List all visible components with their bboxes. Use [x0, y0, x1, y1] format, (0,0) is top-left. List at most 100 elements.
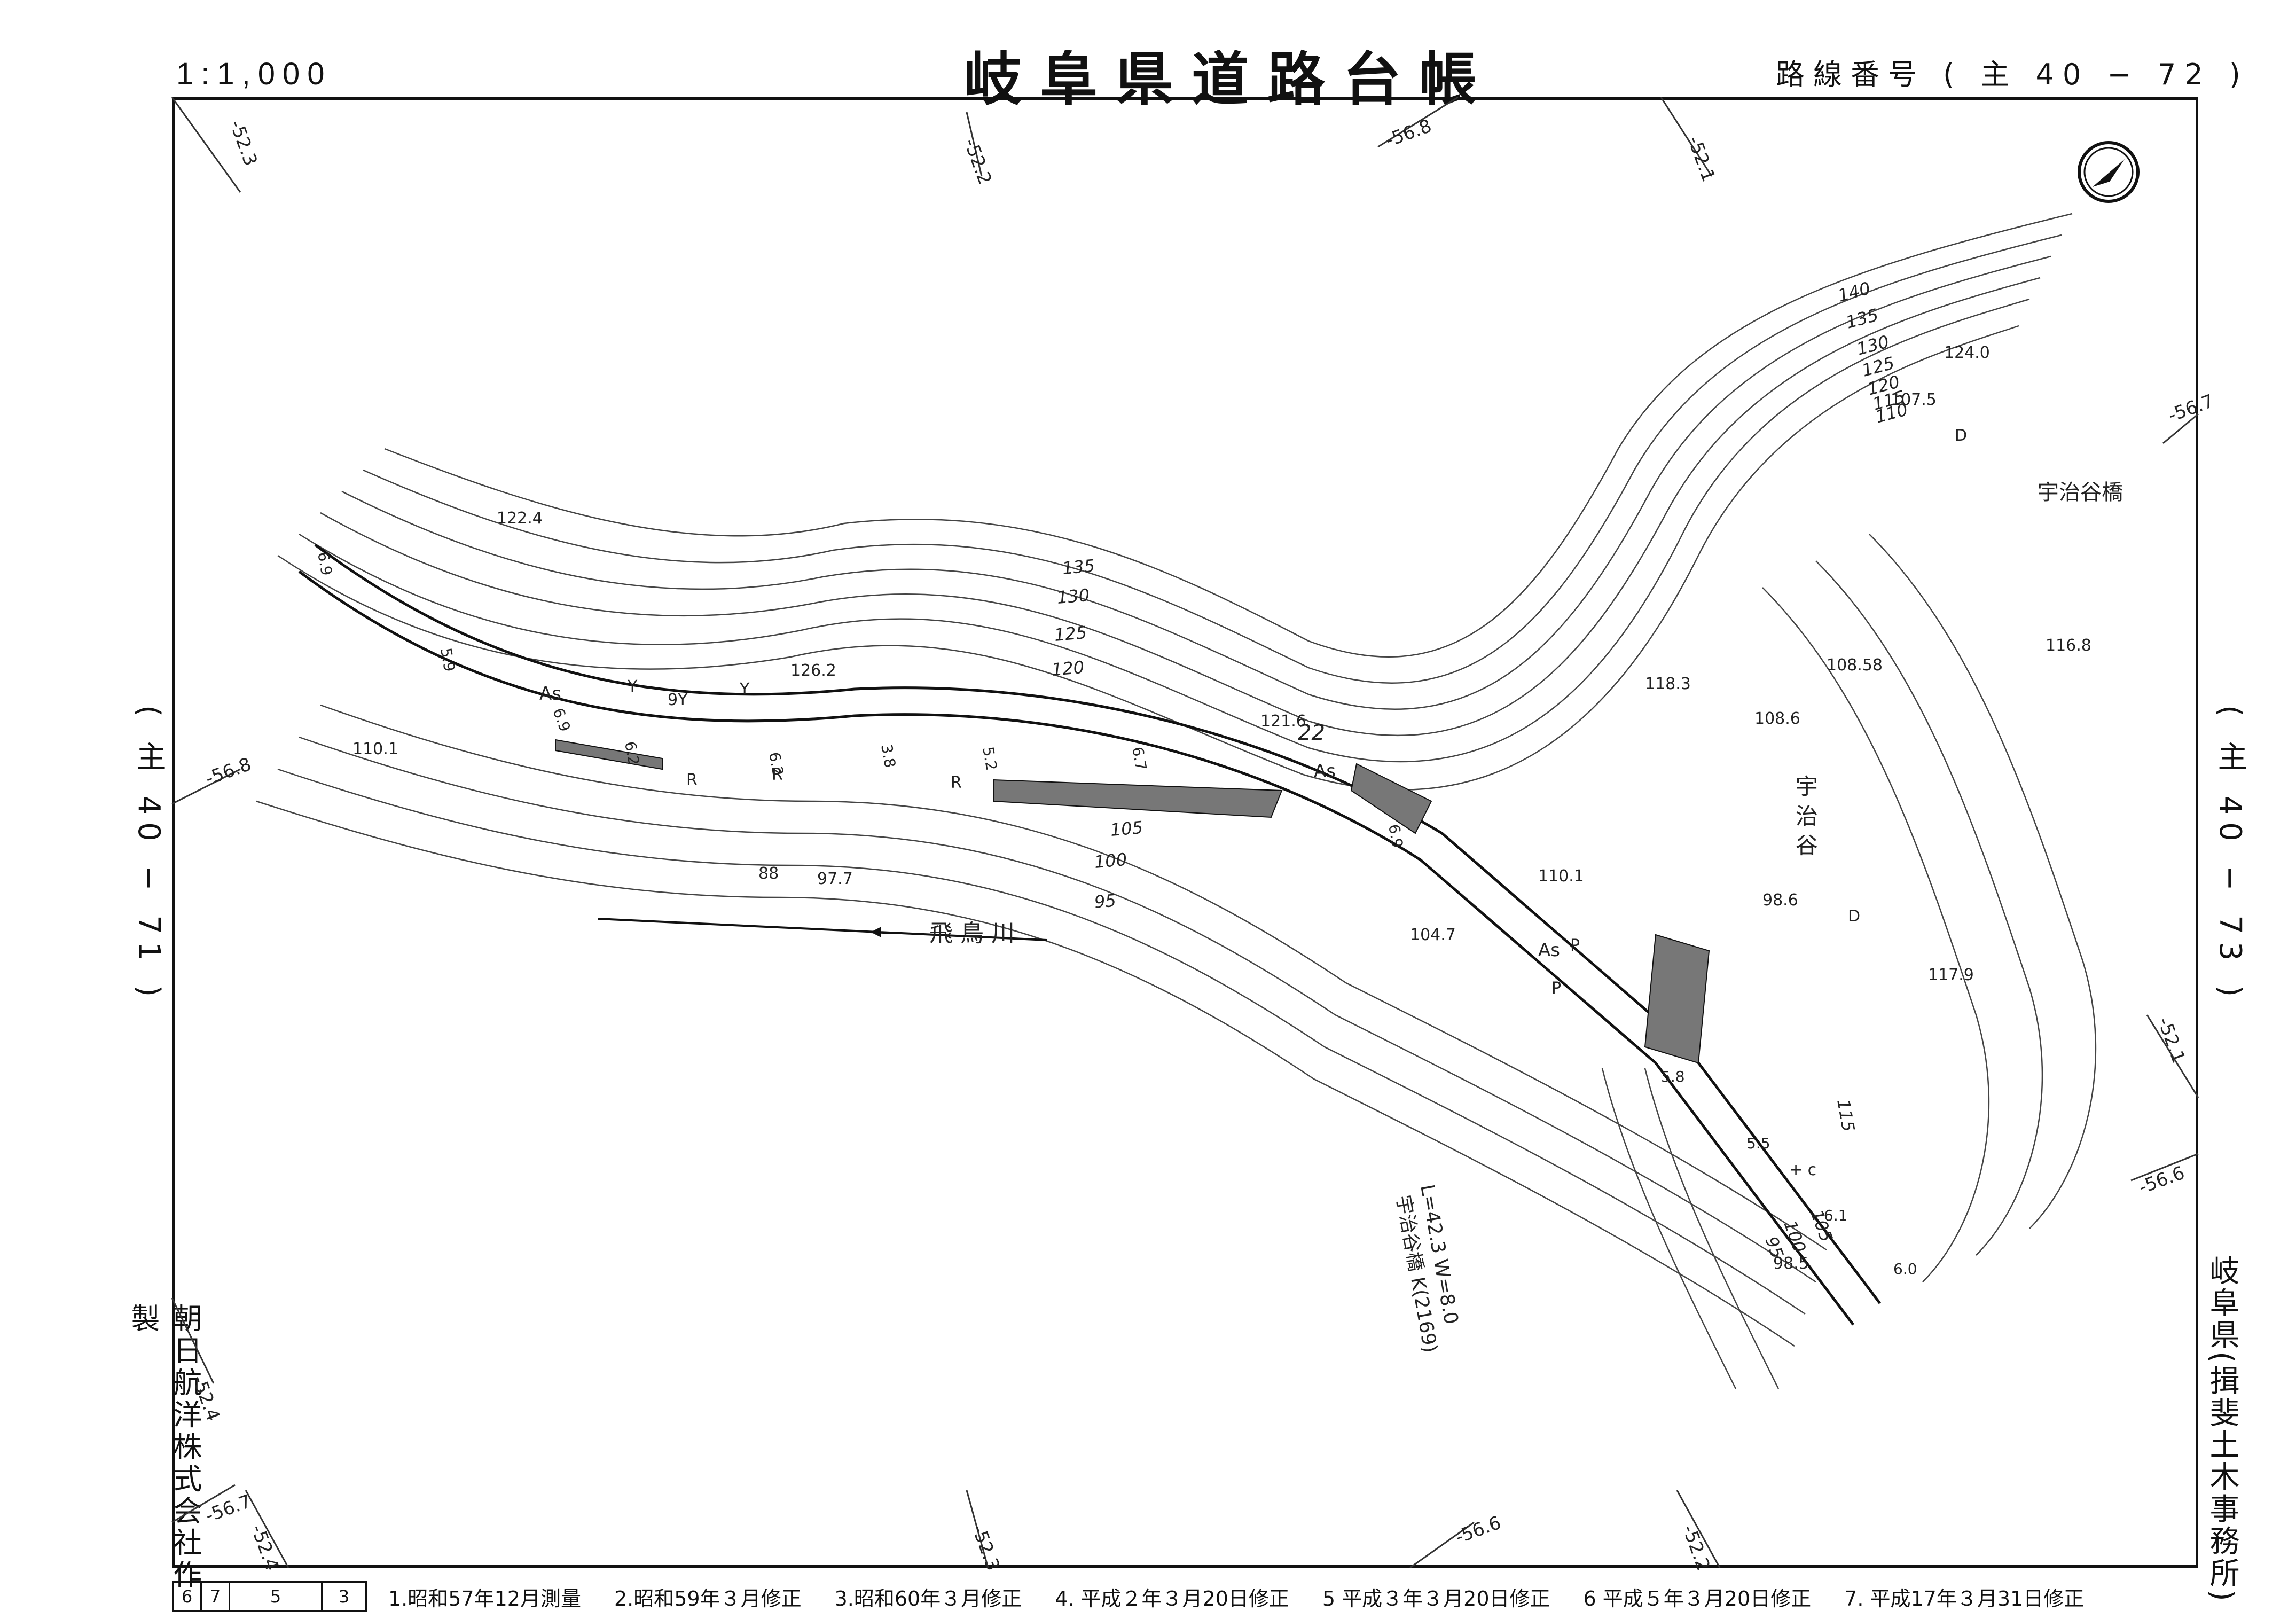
contour-label: 130: [1056, 585, 1090, 608]
sheet-cell-sub: 7: [202, 1583, 230, 1610]
surface-mark-1: As: [539, 683, 561, 705]
map-scale: 1:1,000: [176, 57, 332, 91]
map-frame: [172, 97, 2198, 1568]
road-centerline: [298, 543, 1881, 1326]
grid-label: -56.8: [1383, 115, 1434, 152]
map-title: 岐阜県道路台帳: [964, 46, 1495, 113]
width-label: 5.9: [437, 646, 458, 673]
map-mark: D: [1848, 907, 1860, 926]
grid-label: -52.4: [188, 1372, 224, 1424]
contour-label: 140: [1836, 278, 1872, 306]
spot-height: 88: [758, 864, 779, 883]
sheet-index: 6 7 5 3: [172, 1581, 367, 1612]
width-label: 6.9: [314, 550, 335, 577]
contour-label: 135: [1844, 304, 1880, 333]
river-line: [598, 918, 1047, 941]
grid-label: -56.6: [1452, 1512, 1503, 1548]
map-mark: R: [951, 773, 962, 792]
contour-label: 125: [1053, 622, 1087, 645]
width-label: 6.1: [1824, 1207, 1848, 1224]
spot-height: 122.4: [497, 509, 543, 528]
adjacent-sheet-right: ( 主 40 − 73 ): [2213, 705, 2247, 1005]
map-mark: Y: [739, 680, 750, 699]
spot-height: 110.1: [1538, 867, 1584, 886]
map-mark: Y: [627, 677, 638, 696]
width-label: 5.8: [1661, 1068, 1685, 1085]
bridge-label: 宇治谷橋: [2038, 480, 2123, 505]
valley-label: 宇 治 谷: [1792, 775, 1819, 856]
revision-item: 7. 平成17年３月31日修正: [1844, 1586, 2085, 1610]
adjacent-sheet-left: ( 主 40 − 71 ): [131, 705, 166, 1005]
spot-height: 116.8: [2046, 636, 2091, 655]
map-mark: P: [1551, 979, 1561, 998]
contour-label: 115: [1833, 1098, 1859, 1133]
north-arrow-icon: [2078, 141, 2140, 203]
grid-label: -52.1: [2153, 1014, 2190, 1066]
contour-lines: [256, 213, 2097, 1389]
revision-footer: 6 7 5 3 1.昭和57年12月測量 2.昭和59年３月修正 3.昭和60年…: [172, 1581, 2117, 1612]
contour-labels: 1401351301251201151101351301251201051009…: [1051, 278, 1910, 1261]
spot-height: 108.6: [1754, 709, 1800, 728]
width-label: 6.2: [765, 750, 787, 777]
spot-height: 124.0: [1944, 343, 1990, 362]
grid-label: -56.8: [202, 754, 254, 790]
river-label: 飛 鳥 川: [929, 920, 1015, 947]
spot-height: 98.5: [1773, 1254, 1809, 1273]
revision-item: 6 平成５年３月20日修正: [1583, 1586, 1812, 1610]
contour-label: 135: [1061, 556, 1095, 578]
sheet-cell: 5: [230, 1583, 323, 1610]
grid-label: -56.7: [202, 1491, 254, 1527]
map-mark: + c: [1789, 1161, 1816, 1179]
width-label: 6.7: [1129, 745, 1150, 772]
spot-heights: 122.4 110.1 126.2 121.6 124.0 107.5 118.3 108.6…: [352, 343, 2091, 1273]
spot-height: 126.2: [790, 661, 836, 680]
sheet-cell: 6: [174, 1583, 202, 1610]
width-label: 6.9: [1385, 823, 1406, 849]
spot-height: 107.5: [1891, 390, 1937, 409]
width-label: 6.9: [549, 706, 574, 734]
grid-label: -52.3: [968, 1522, 1004, 1573]
map-mark: R: [772, 765, 783, 784]
width-label: 3.8: [877, 742, 899, 769]
surface-mark-3: As: [1538, 940, 1560, 961]
map-mark: P: [1570, 936, 1580, 955]
width-label: 5.5: [1746, 1135, 1770, 1152]
office-credit: 岐阜県(揖斐土木事務所): [2205, 1255, 2239, 1604]
spot-height: 98.6: [1762, 891, 1798, 910]
spot-height: 104.7: [1410, 926, 1456, 944]
spot-height: 97.7: [817, 870, 853, 888]
sheet-cell: 3: [338, 1586, 350, 1607]
grid-label: -52.1: [1683, 133, 1720, 184]
spot-height: 121.6: [1260, 712, 1306, 731]
hatched-areas: [555, 739, 1710, 1064]
maker-credit: 朝日航洋株式会社作製: [126, 1303, 202, 1592]
contour-label: 120: [1051, 657, 1085, 680]
revision-item: 3.昭和60年３月修正: [834, 1586, 1022, 1610]
width-label: 6.2: [621, 740, 642, 767]
map-mark: D: [1955, 426, 1967, 445]
map-mark: R: [686, 771, 698, 789]
misc-marks: 9Y Y Y R R R P P D D + c: [627, 426, 1967, 1179]
width-label: 6.0: [1893, 1260, 1917, 1278]
grid-label: -56.7: [2165, 390, 2216, 427]
contour-label: 100: [1093, 849, 1127, 872]
spot-height: 117.9: [1928, 966, 1974, 984]
revision-item: 1.昭和57年12月測量: [388, 1586, 581, 1610]
spot-height: 110.1: [352, 740, 398, 758]
grid-label: -52.2: [960, 136, 996, 187]
spot-height: 108.58: [1827, 656, 1883, 675]
map-mark: 9Y: [668, 691, 688, 709]
grid-ticks: [171, 96, 2199, 1569]
revision-item: 4. 平成２年３月20日修正: [1055, 1586, 1289, 1610]
sta-marker: 22: [1298, 721, 1325, 745]
route-number: 路線番号 ( 主 40 − 72 ): [1776, 58, 2249, 91]
grid-labels: -52.3 -52.2 -56.8 -52.1 -56.7 -56.8 -52.1 -56.6…: [188, 115, 2217, 1574]
contour-label: 105: [1109, 817, 1143, 840]
revision-item: 5 平成３年３月20日修正: [1322, 1586, 1550, 1610]
spot-height: 118.3: [1645, 675, 1691, 693]
river-flow-arrow: [871, 927, 881, 937]
revision-item: 2.昭和59年３月修正: [614, 1586, 802, 1610]
contour-label: 95: [1093, 890, 1117, 912]
